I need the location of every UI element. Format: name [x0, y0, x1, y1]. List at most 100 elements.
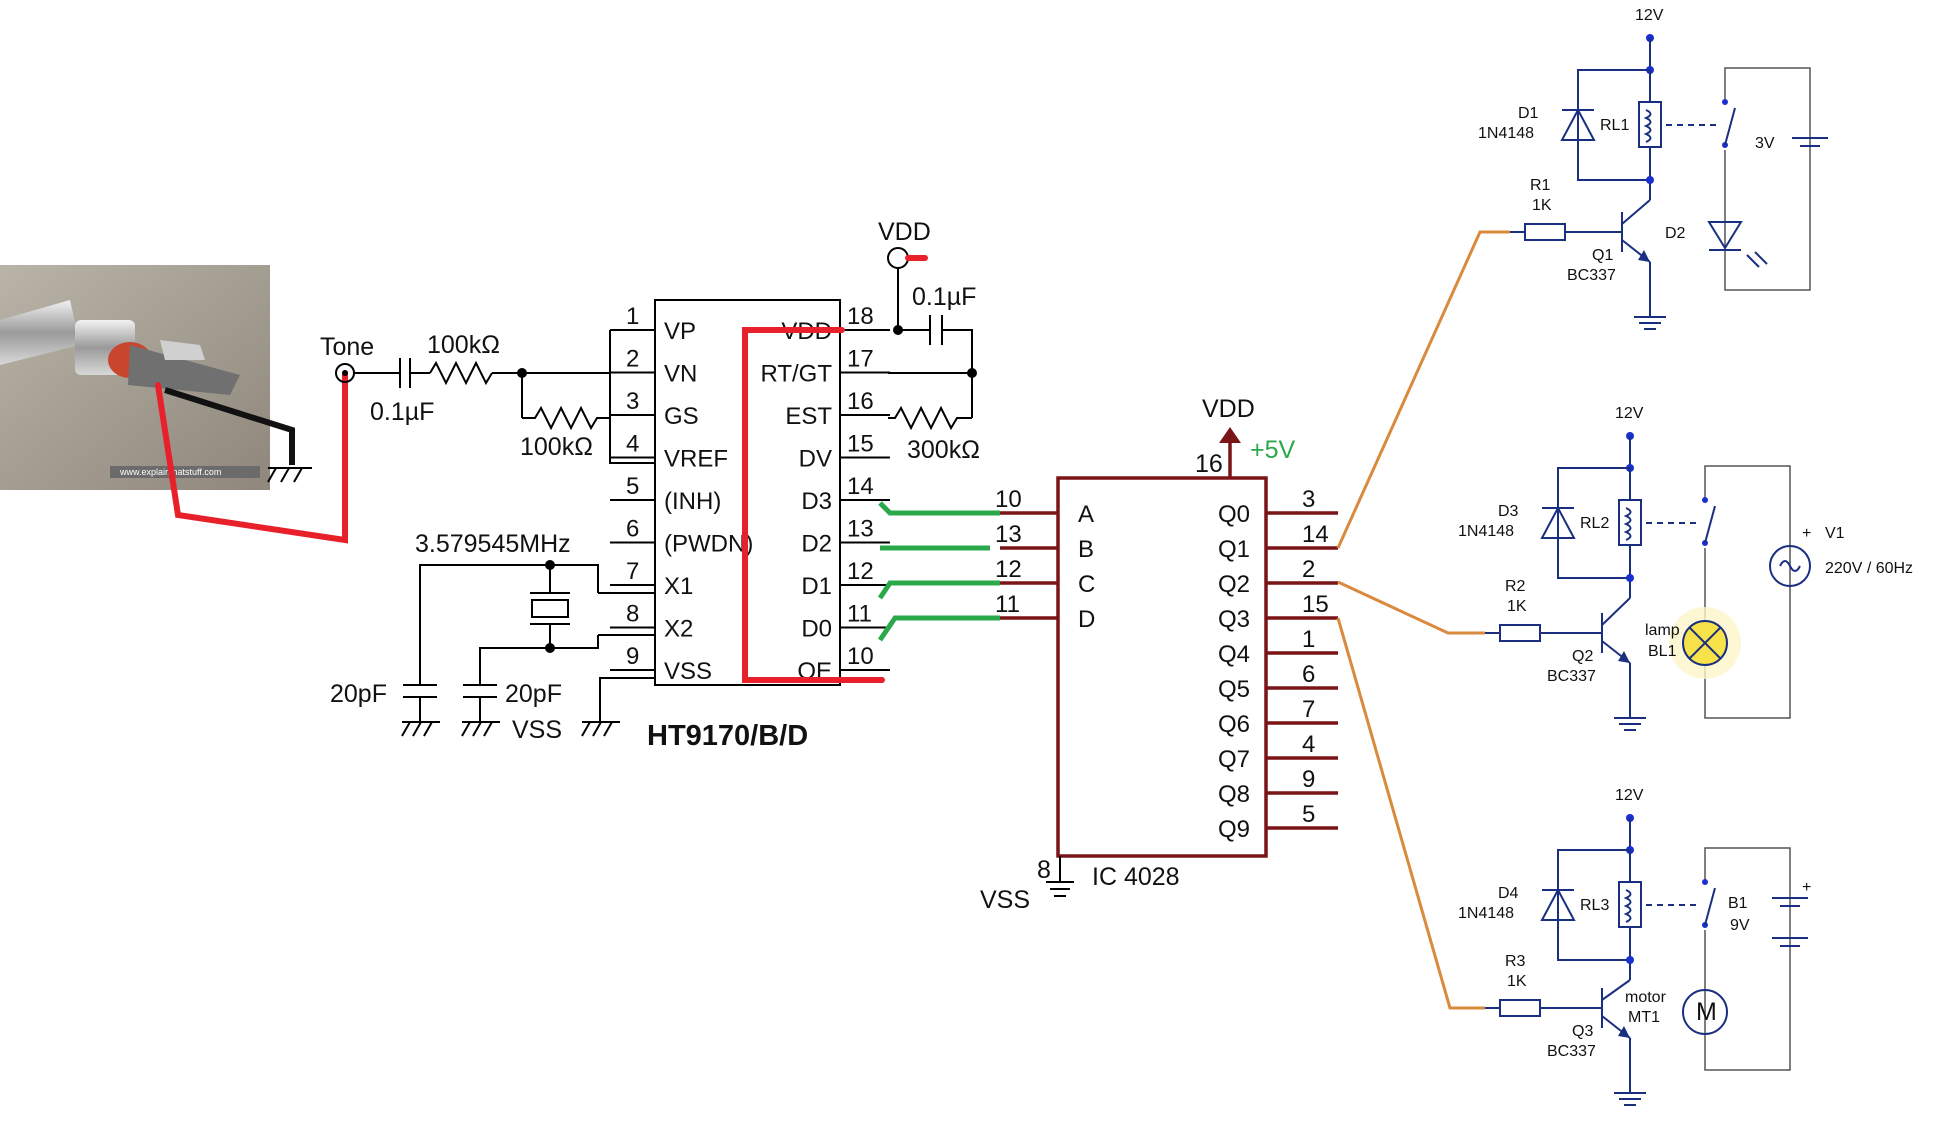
- pin-number: 12: [847, 558, 874, 585]
- base-resistor: [1499, 999, 1541, 1017]
- pin-name: (PWDN): [664, 531, 753, 558]
- base-resistor: [1499, 624, 1541, 642]
- ht9170-pin-6: 6(PWDN): [610, 516, 753, 558]
- ic4028-output-Q4: 1Q4: [1218, 626, 1338, 668]
- pin-number: 16: [847, 388, 874, 415]
- pin-name: Q3: [1218, 606, 1250, 633]
- pin-number: 13: [847, 516, 874, 543]
- est-resistor: [888, 405, 972, 431]
- ht9170-right-pins: 18VDD17RT/GT16EST15DV14D313D212D111D010O…: [760, 303, 890, 685]
- resistor-label: R3: [1505, 953, 1526, 970]
- ground-symbol: [1614, 717, 1646, 731]
- pin-name: D3: [801, 488, 832, 515]
- source-label: 3V: [1755, 135, 1775, 152]
- supply-label: 12V: [1615, 405, 1644, 422]
- source-plus: +: [1802, 879, 1811, 896]
- pin-number: 1: [1302, 626, 1315, 653]
- crystal: [530, 565, 570, 648]
- transistor-part: BC337: [1567, 267, 1616, 284]
- pin-number: 15: [1302, 591, 1329, 618]
- pin-number: 3: [626, 388, 639, 415]
- diode-label: D1: [1518, 105, 1539, 122]
- pin-number: 11: [995, 591, 1020, 618]
- ht9170-pin-3: 3GS: [610, 388, 699, 430]
- pin-number: 18: [847, 303, 874, 330]
- input-cap-label: 0.1µF: [370, 398, 434, 426]
- pin-name: Q4: [1218, 641, 1250, 668]
- source-plus: +: [1802, 525, 1811, 542]
- diode-part: 1N4148: [1478, 125, 1534, 142]
- pin-number: 2: [1302, 556, 1315, 583]
- resistor-value: 1K: [1507, 598, 1527, 615]
- motor-mt1: M: [1682, 989, 1728, 1035]
- vdd-capacitor: [929, 315, 943, 345]
- ic4028-vdd-pin: 16: [1195, 450, 1223, 478]
- source-label: B1: [1728, 895, 1748, 912]
- transistor-part: BC337: [1547, 1043, 1596, 1060]
- ic4028-output-Q0: 3Q0: [1218, 486, 1338, 528]
- pin-name: D0: [801, 616, 832, 643]
- diode-part: 1N4148: [1458, 905, 1514, 922]
- ht9170-pin-2: 2VN: [610, 346, 697, 388]
- pin-number: 14: [847, 473, 874, 500]
- ground-wire: [164, 387, 295, 465]
- pin-number: 5: [1302, 801, 1315, 828]
- diode-label: D3: [1498, 503, 1519, 520]
- tone-wire: [155, 370, 348, 544]
- base-resistor: [1524, 223, 1566, 241]
- ht9170-chip: [654, 299, 841, 686]
- supply-label: 12V: [1615, 787, 1644, 804]
- pin-number: 13: [995, 521, 1022, 548]
- ht9170-pin-7: 7X1: [610, 558, 693, 600]
- ic4028-output-Q2: 2Q2: [1218, 556, 1338, 598]
- decoder-grounds: [401, 721, 620, 737]
- ic4028-ground: [1046, 881, 1074, 897]
- pin-name: X1: [664, 573, 693, 600]
- relay-label: RL3: [1580, 897, 1609, 914]
- feedback-resistor: [522, 405, 610, 431]
- source-label: V1: [1825, 525, 1845, 542]
- battery-3v: [1792, 137, 1828, 147]
- relay-label: RL1: [1600, 117, 1629, 134]
- driver-link-wires: [1336, 230, 1510, 1010]
- transistor: [1601, 597, 1631, 664]
- pin-name: RT/GT: [760, 361, 832, 388]
- relay-switch: [1702, 497, 1716, 546]
- ic4028-part-label: IC 4028: [1092, 863, 1180, 891]
- pin-name: D1: [801, 573, 832, 600]
- relay-label: RL2: [1580, 515, 1609, 532]
- est-resistor-label: 300kΩ: [907, 436, 980, 464]
- pin-number: 14: [1302, 521, 1329, 548]
- pin-number: 10: [847, 643, 874, 670]
- pin-number: 17: [847, 346, 874, 373]
- pin-name: Q8: [1218, 781, 1250, 808]
- ic4028-output-Q5: 6Q5: [1218, 661, 1338, 703]
- ht9170-pin-8: 8X2: [610, 601, 693, 643]
- resistor-label: R2: [1505, 578, 1526, 595]
- pin-name: A: [1078, 501, 1094, 528]
- feedback-resistor-label: 100kΩ: [520, 433, 593, 461]
- pin-name: Q6: [1218, 711, 1250, 738]
- relay-coil: [1638, 101, 1662, 148]
- pin-name: Q1: [1218, 536, 1250, 563]
- ground-symbol: [1614, 1092, 1646, 1106]
- load-label: D2: [1665, 225, 1686, 242]
- crystal-label: 3.579545MHz: [415, 530, 571, 558]
- ht9170-part-label: HT9170/B/D: [647, 720, 808, 752]
- pin-number: 15: [847, 431, 874, 458]
- ac-source-v1: [1769, 545, 1811, 587]
- pin-name: Q7: [1218, 746, 1250, 773]
- ground-symbol: [1634, 316, 1666, 330]
- led-d2: [1707, 221, 1768, 268]
- diode-label: D4: [1498, 885, 1519, 902]
- ic4028-supply: +5V: [1250, 436, 1296, 464]
